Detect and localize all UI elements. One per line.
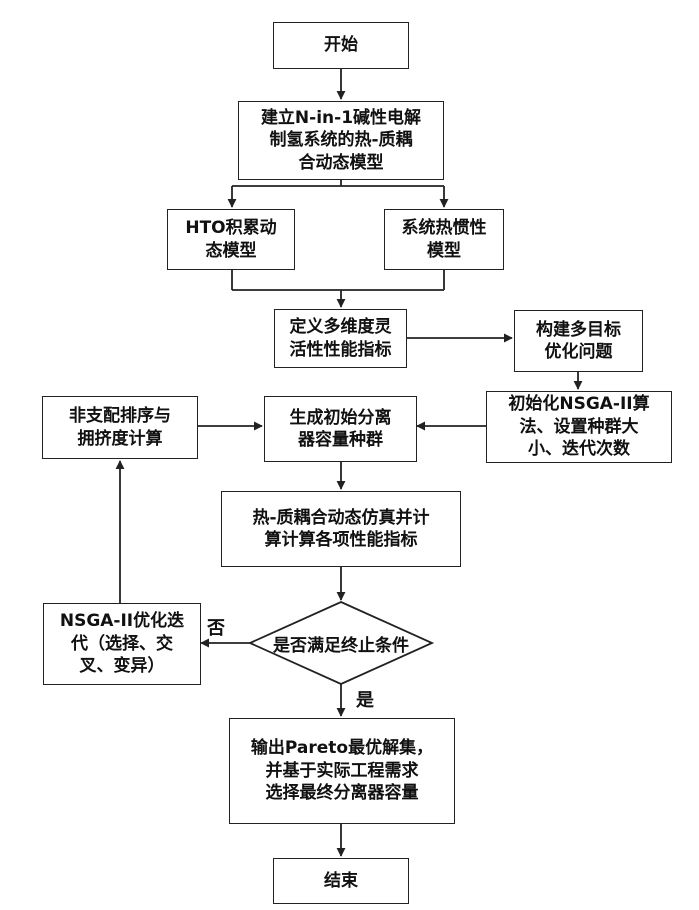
node-hto-model: HTO积累动 态模型 [167,209,295,270]
node-simulate: 热-质耦合动态仿真并计 算计算各项性能指标 [221,491,461,567]
edge-label-yes: 是 [356,686,374,712]
node-output: 输出Pareto最优解集， 并基于实际工程需求 选择最终分离器容量 [229,718,455,824]
edge-label-no: 否 [207,614,225,640]
node-thermal-inertia: 系统热惯性 模型 [384,209,504,270]
node-nsga-iterate: NSGA-II优化迭 代（选择、交 叉、变异） [43,603,201,685]
node-start: 开始 [273,22,409,69]
node-build-model: 建立N-in-1碱性电解 制氢系统的热-质耦 合动态模型 [238,101,444,180]
node-gen-population: 生成初始分离 器容量种群 [264,396,417,462]
node-init-nsga: 初始化NSGA-II算 法、设置种群大 小、迭代次数 [486,391,672,463]
node-define-metrics: 定义多维度灵 活性性能指标 [274,309,407,368]
node-nondominated: 非支配排序与 拥挤度计算 [42,396,198,459]
node-build-problem: 构建多目标 优化问题 [514,310,643,372]
node-decision-label: 是否满足终止条件 [250,622,432,664]
node-end: 结束 [273,858,409,904]
